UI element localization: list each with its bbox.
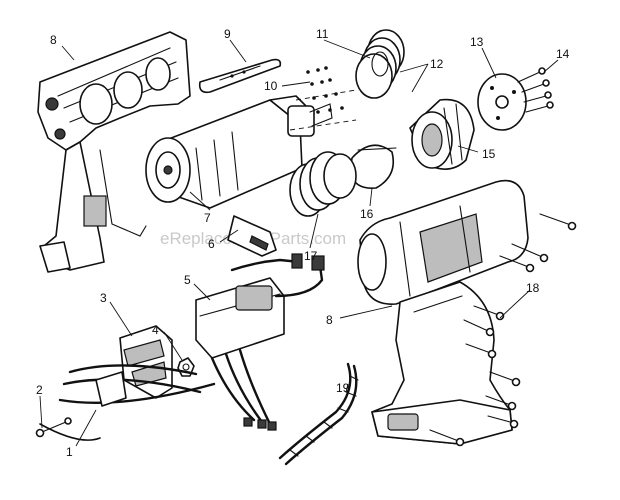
selector-slide <box>198 58 282 94</box>
callout-8-left: 8 <box>50 33 57 47</box>
callout-1: 1 <box>66 445 73 459</box>
callout-3: 3 <box>100 291 107 305</box>
callout-5: 5 <box>184 273 191 287</box>
callout-15: 15 <box>482 147 496 161</box>
switch-bracket <box>227 215 277 257</box>
clutch-ring <box>409 98 475 170</box>
callout-17: 17 <box>304 249 318 263</box>
callout-18: 18 <box>526 281 540 295</box>
callout-4: 4 <box>152 323 159 337</box>
callout-10: 10 <box>264 79 278 93</box>
callout-16: 16 <box>360 207 374 221</box>
spring-coils <box>355 29 405 99</box>
callout-2: 2 <box>36 383 43 397</box>
callout-8-right: 8 <box>326 313 333 327</box>
trigger <box>119 325 173 399</box>
motor-gearbox <box>145 89 357 209</box>
wrist-strap <box>278 362 359 466</box>
right-housing-half <box>357 179 529 445</box>
terminal-screw <box>35 417 72 438</box>
coil-springs-17 <box>289 151 357 217</box>
battery-terminal-wires <box>39 364 216 441</box>
callout-12: 12 <box>430 57 444 71</box>
callout-14: 14 <box>556 47 570 61</box>
callout-labels: 8 9 11 10 12 13 14 15 16 7 6 17 5 3 4 8 … <box>36 27 570 459</box>
leader-lines <box>39 39 559 447</box>
ring-clip <box>349 144 397 190</box>
callout-19: 19 <box>336 381 350 395</box>
left-housing-half <box>37 31 191 273</box>
callout-9: 9 <box>224 27 231 41</box>
trigger-switch <box>195 253 325 431</box>
callout-6: 6 <box>208 237 215 251</box>
housing-screws <box>429 213 577 447</box>
front-plate <box>477 73 527 131</box>
callout-11: 11 <box>316 27 329 41</box>
plate-screws <box>517 67 554 113</box>
callout-13: 13 <box>470 35 484 49</box>
callout-7: 7 <box>204 211 211 225</box>
